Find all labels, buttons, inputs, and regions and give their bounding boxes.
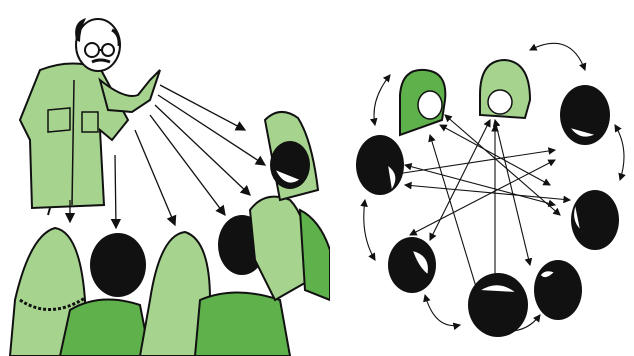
participant-dark-5 — [468, 273, 528, 337]
participant-network-illustration — [330, 0, 634, 356]
listener-6 — [265, 112, 318, 200]
participant-green-1 — [400, 70, 445, 135]
participant-dark-2 — [356, 135, 404, 195]
participant-dark-1 — [560, 85, 610, 145]
participant-dark-3 — [571, 190, 619, 250]
listener-7 — [300, 210, 330, 300]
participant-network-panel — [330, 0, 634, 356]
participant-green-2 — [480, 60, 530, 118]
teacher-centered-panel — [0, 0, 330, 356]
participant-dark-6 — [534, 260, 582, 320]
teacher-centered-illustration — [0, 0, 330, 356]
participant-dark-4 — [388, 237, 436, 293]
teacher-figure — [20, 18, 160, 215]
